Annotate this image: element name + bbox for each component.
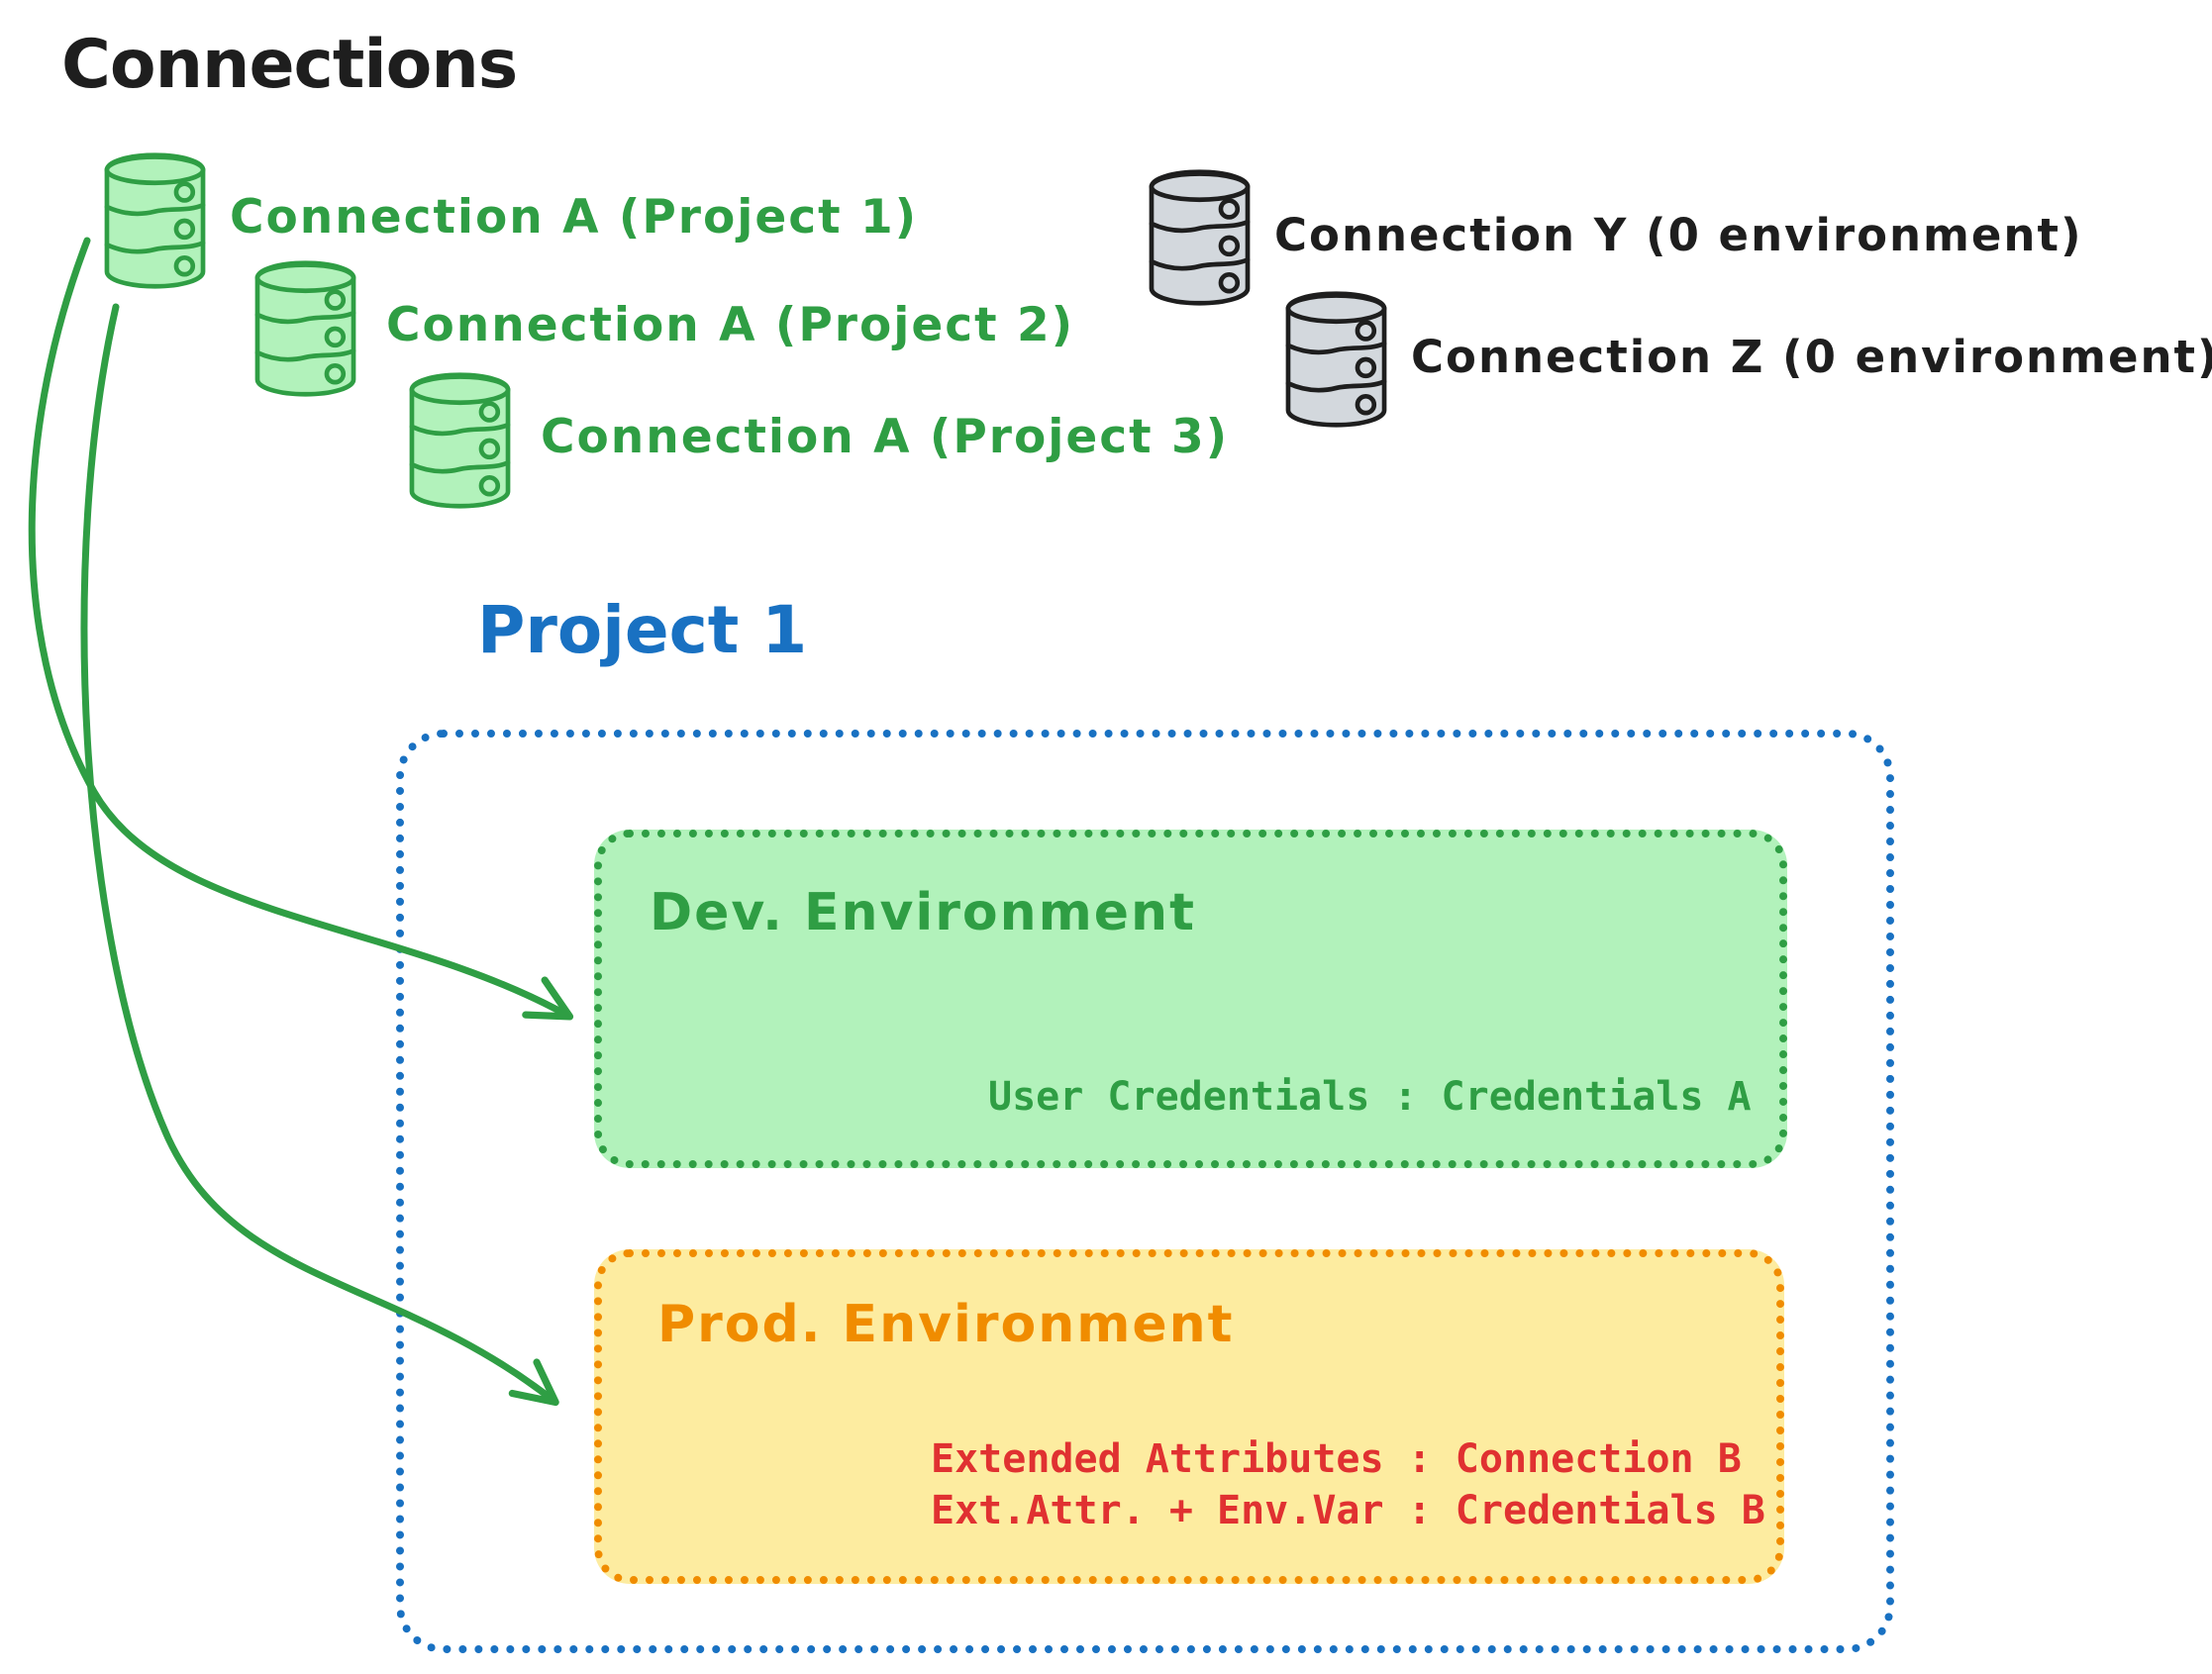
connection-label: Connection A (Project 1): [230, 190, 919, 245]
project-1-title: Project 1: [477, 592, 808, 668]
dev-environment-title: Dev. Environment: [650, 883, 1196, 942]
dev-environment-credentials: User Credentials : Credentials A: [988, 1074, 1752, 1120]
prod-detail-line-2: Ext.Attr. + Env.Var : Credentials B: [931, 1488, 1765, 1533]
database-icon: [106, 154, 204, 287]
database-icon: [1151, 171, 1249, 304]
connection-label: Connection A (Project 3): [541, 410, 1230, 464]
page-title: Connections: [61, 26, 518, 104]
database-icon: [1287, 293, 1385, 426]
database-icon: [411, 374, 509, 507]
prod-environment-box: Prod. Environment Extended Attributes : …: [594, 1249, 1784, 1584]
dev-environment-box: Dev. Environment User Credentials : Cred…: [594, 830, 1787, 1168]
connection-label: Connection A (Project 2): [386, 298, 1075, 352]
prod-detail-line-1: Extended Attributes : Connection B: [931, 1436, 1742, 1482]
prod-environment-title: Prod. Environment: [657, 1295, 1235, 1354]
prod-environment-credentials: Extended Attributes : Connection B Ext.A…: [931, 1433, 1765, 1536]
database-icon: [256, 262, 354, 395]
connection-label: Connection Z (0 environment): [1411, 331, 2212, 383]
connection-label: Connection Y (0 environment): [1274, 209, 2083, 261]
